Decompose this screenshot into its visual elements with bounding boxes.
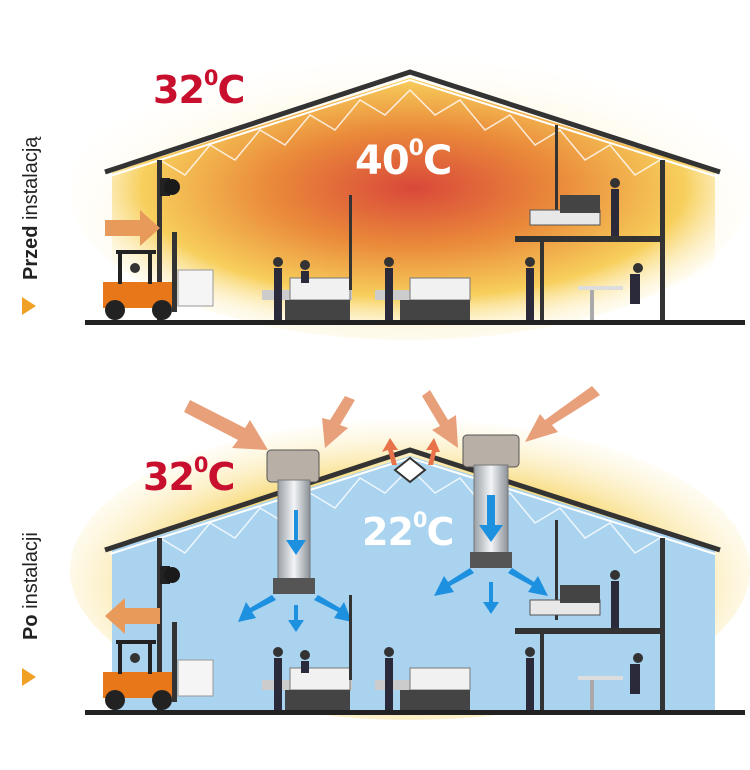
office-desk [578, 653, 643, 710]
interior-heat [112, 78, 715, 322]
mezzanine [515, 236, 665, 242]
wall-fan-icon [164, 567, 180, 583]
hot-air-exhaust-arrows [382, 438, 440, 465]
marker-triangle-icon [22, 297, 36, 315]
workstation [375, 647, 471, 710]
after-label: Po instalacji [20, 532, 42, 640]
workstation [375, 257, 471, 320]
roof [104, 447, 721, 553]
outside-temperature: 320C [143, 453, 235, 499]
light-tube-right [462, 434, 520, 568]
before-installation-panel: 320C 400C Przed instalacją [0, 0, 750, 340]
hot-air-inflow-arrow [105, 210, 160, 246]
worker [525, 257, 535, 320]
wall-fan-icon [164, 179, 180, 195]
workstation [262, 595, 352, 710]
inside-temperature: 400C [355, 136, 452, 184]
mezzanine [515, 628, 665, 634]
cooled-warehouse-illustration [70, 386, 750, 720]
light-tube-left [266, 449, 320, 594]
forklift [103, 232, 214, 320]
ridge-vent-icon [393, 456, 427, 484]
worker [610, 570, 620, 628]
office-desk [578, 263, 643, 320]
floor [85, 320, 745, 325]
forklift [103, 622, 214, 710]
worker [525, 647, 535, 710]
hot-warehouse-illustration [70, 40, 750, 340]
workstation [262, 195, 352, 320]
heat-radiation-arrows [184, 386, 600, 450]
roof-truss [159, 88, 661, 176]
before-label: Przed instalacją [20, 136, 42, 280]
inside-temperature: 220C [362, 508, 454, 554]
interior-cool [112, 456, 715, 712]
floor [85, 710, 745, 715]
air-outflow-arrow [105, 598, 160, 634]
outside-temperature: 320C [153, 66, 245, 112]
roof [104, 69, 721, 175]
after-installation-panel: 320C 220C Po instalacji [0, 370, 750, 770]
cool-air-arrows [238, 568, 548, 632]
worker [610, 178, 620, 236]
marker-triangle-icon [22, 668, 36, 686]
